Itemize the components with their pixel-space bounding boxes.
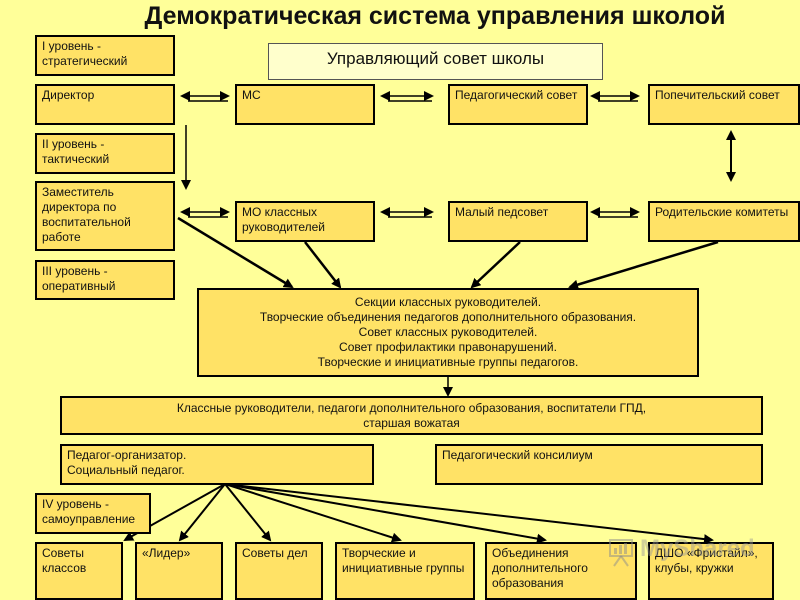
level-1-text: I уровень - стратегический [42,39,128,68]
sections-box: Секции классных руководителей. Творчески… [197,288,699,377]
director-text: Директор [42,88,95,102]
director-box: Директор [35,84,175,125]
freestyle-clubs-box: ДШО «Фристайл», клубы, кружки [648,542,774,600]
ped-council-box: Педагогический совет [448,84,588,125]
parents-box: Родительские комитеты [648,201,800,242]
school-council-box: Управляющий совет школы [268,43,603,80]
watermark-text: MyShared [640,535,755,562]
double-arrow-deputy-mo [180,207,230,218]
mo-text: МО классных руководителей [242,205,325,234]
organizer-line-1: Педагог-организатор. [67,448,187,462]
ms-text: МС [242,88,261,102]
teachers-box: Классные руководители, педагоги дополнит… [60,396,763,435]
level-2-label: II уровень - тактический [35,133,175,174]
creative-groups-box: Творческие и инициативные группы [335,542,475,600]
double-arrow-smallcouncil-parents [590,207,640,218]
sections-line-4: Совет профилактики правонарушений. [339,340,557,354]
sections-line-2: Творческие объединения педагогов дополни… [259,310,637,324]
sections-line-5: Творческие и инициативные группы педагог… [317,355,579,369]
trustees-text: Попечительский совет [655,88,780,102]
level-2-text: II уровень - тактический [42,137,110,166]
leader-box: «Лидер» [135,542,223,600]
extra-education-box: Объединения дополнительного образования [485,542,637,600]
deputy-box: Заместитель директора по воспитательной … [35,181,175,251]
arrow-smallcouncil-sections [470,241,521,289]
level-1-label: I уровень - стратегический [35,35,175,76]
arrow-deputy-sections [177,216,294,289]
level-4-text: IV уровень - самоуправление [42,497,136,526]
arrow-mo-sections [304,241,342,289]
class-councils-box: Советы классов [35,542,123,600]
deputy-text: Заместитель директора по воспитательной … [42,185,131,244]
creative-groups-text: Творческие и инициативные группы [342,546,465,575]
affairs-councils-text: Советы дел [242,546,308,560]
teachers-line-1: Классные руководители, педагоги дополнит… [176,401,647,415]
ped-council-text: Педагогический совет [455,88,578,102]
school-council-text: Управляющий совет школы [326,49,545,68]
diagram-title: Демократическая система управления школо… [144,2,726,30]
teachers-line-2: старшая вожатая [363,416,460,430]
double-arrow-director-ms [180,91,230,102]
consilium-text: Педагогический консилиум [442,448,593,462]
freestyle-clubs-text: ДШО «Фристайл», клубы, кружки [655,546,758,575]
presentation-chart-icon [609,539,633,567]
double-arrow-mo-smallcouncil [380,207,434,218]
level-3-label: III уровень - оперативный [35,260,175,300]
extra-education-text: Объединения дополнительного образования [492,546,588,590]
double-arrow-pedcouncil-trustees [590,91,640,102]
class-councils-text: Советы классов [42,546,87,575]
arrow-parents-sections [568,240,719,290]
small-council-text: Малый педсовет [455,205,549,219]
sections-line-1: Секции классных руководителей. [354,295,542,309]
double-arrow-ms-pedcouncil [380,91,434,102]
level-3-text: III уровень - оперативный [42,264,116,293]
organizer-fan-arrows [123,483,714,545]
sections-line-3: Совет классных руководителей. [358,325,538,339]
small-council-box: Малый педсовет [448,201,588,242]
consilium-box: Педагогический консилиум [435,444,763,485]
parents-text: Родительские комитеты [655,205,789,219]
affairs-councils-box: Советы дел [235,542,323,600]
trustees-box: Попечительский совет [648,84,800,125]
ms-box: МС [235,84,375,125]
leader-text: «Лидер» [142,546,191,560]
mo-box: МО классных руководителей [235,201,375,242]
organizer-box: Педагог-организатор. Социальный педагог. [60,444,374,485]
organizer-line-2: Социальный педагог. [67,463,185,477]
level-4-label: IV уровень - самоуправление [35,493,151,534]
